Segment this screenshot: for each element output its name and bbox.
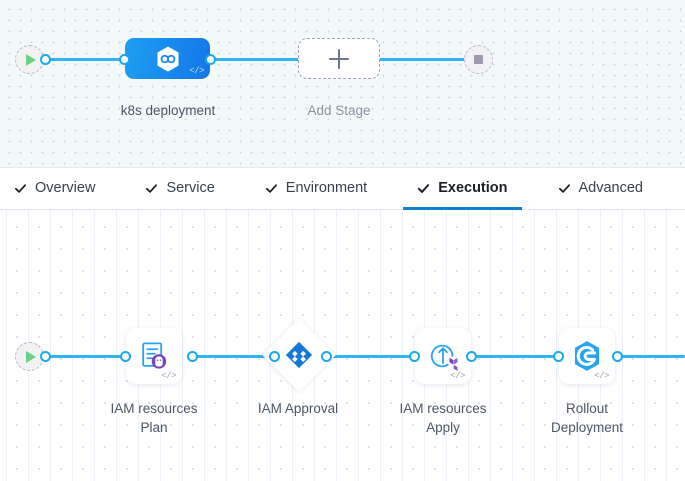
execution-steps-canvas[interactable]: </> IAM resources Plan	[0, 210, 685, 481]
step-label-iam-resources-plan: IAM resources Plan	[110, 401, 198, 435]
step-label-iam-approval: IAM Approval	[257, 401, 339, 416]
tab-environment[interactable]: Environment	[251, 168, 381, 209]
rollout-input-port[interactable]	[553, 351, 564, 362]
k8s-stage-input-port[interactable]	[119, 54, 130, 65]
edge-approval-to-apply	[326, 355, 415, 358]
tab-label-execution: Execution	[438, 180, 508, 197]
add-stage-button[interactable]	[298, 38, 380, 79]
step-label-rollout-deployment: Rollout Deployment	[550, 401, 624, 435]
terraform-plan-document-icon	[136, 338, 172, 374]
tab-execution[interactable]: Execution	[403, 168, 522, 210]
stop-icon	[474, 55, 483, 64]
execution-start-output-port[interactable]	[40, 351, 51, 362]
rollout-deployment-hexagon-icon	[569, 338, 605, 374]
check-icon	[14, 182, 27, 195]
pipeline-end-node[interactable]	[464, 45, 493, 74]
stage-code-badge[interactable]: </>	[189, 66, 204, 76]
step-card-iam-approval[interactable]	[262, 318, 336, 392]
edge-rollout-to-next	[617, 355, 685, 358]
add-stage-label: Add Stage	[307, 103, 371, 118]
terraform-apply-icon	[425, 338, 461, 374]
apply-output-port[interactable]	[466, 351, 477, 362]
stage-label-k8s-deployment: k8s deployment	[120, 103, 216, 118]
approval-output-port[interactable]	[321, 351, 332, 362]
check-icon	[417, 182, 430, 195]
edge-plan-to-approval	[192, 355, 274, 358]
step-card-iam-resources-plan[interactable]: </>	[126, 328, 182, 384]
edge-apply-to-rollout	[471, 355, 560, 358]
tab-label-advanced: Advanced	[578, 180, 644, 197]
play-icon	[26, 53, 36, 66]
edge-start-to-k8s	[44, 58, 129, 61]
edge-addstage-to-end	[378, 58, 470, 61]
tab-advanced[interactable]: Advanced	[544, 168, 658, 209]
check-icon	[265, 182, 278, 195]
plan-output-port[interactable]	[187, 351, 198, 362]
tab-label-service: Service	[166, 180, 215, 197]
edge-k8s-to-addstage	[210, 58, 302, 61]
approval-diamond-icon	[284, 340, 314, 370]
step-code-badge-rollout[interactable]: </>	[594, 371, 609, 381]
plan-input-port[interactable]	[120, 351, 131, 362]
step-card-iam-resources-apply[interactable]: </>	[415, 328, 471, 384]
stage-card-k8s-deployment[interactable]: </>	[125, 38, 210, 79]
edge-start-to-plan	[44, 355, 136, 358]
rollout-output-port[interactable]	[612, 351, 623, 362]
tab-label-environment: Environment	[285, 180, 368, 197]
play-icon	[26, 350, 36, 363]
stage-pipeline-canvas[interactable]: </> k8s deployment Add Stage	[0, 0, 685, 167]
start-node-output-port[interactable]	[40, 54, 51, 65]
step-card-rollout-deployment[interactable]: </>	[559, 328, 615, 384]
step-label-iam-resources-apply: IAM resources Apply	[399, 401, 487, 435]
tab-overview[interactable]: Overview	[0, 168, 109, 209]
tab-service[interactable]: Service	[131, 168, 228, 209]
k8s-stage-output-port[interactable]	[205, 54, 216, 65]
kubernetes-hexagon-icon	[153, 44, 183, 74]
pipeline-start-node[interactable]	[15, 45, 44, 74]
approval-diamond-inner	[273, 329, 325, 381]
stage-config-tabs: Overview Service Environment Execution A	[0, 167, 685, 210]
step-code-badge-plan[interactable]: </>	[161, 371, 176, 381]
execution-start-node[interactable]	[15, 342, 44, 371]
tab-label-overview: Overview	[35, 180, 96, 197]
approval-input-port[interactable]	[269, 351, 280, 362]
check-icon	[558, 182, 571, 195]
plus-icon	[329, 48, 349, 69]
apply-input-port[interactable]	[409, 351, 420, 362]
check-icon	[145, 182, 158, 195]
step-code-badge-apply[interactable]: </>	[450, 371, 465, 381]
